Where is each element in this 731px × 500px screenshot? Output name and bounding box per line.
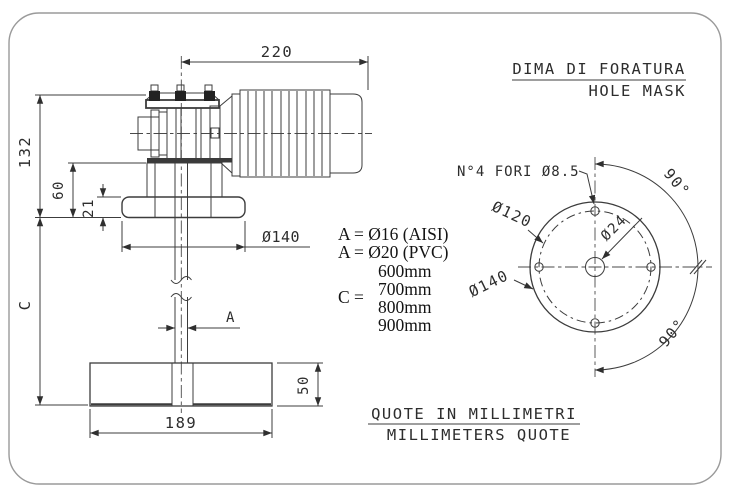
dim-impeller-diameter-value: 189 — [165, 414, 198, 432]
title-block: DIMA DI FORATURA HOLE MASK — [512, 60, 686, 100]
spec-block: A = Ø16 (AISI) A = Ø20 (PVC) C = 600mm 7… — [338, 224, 449, 335]
dim-body-height: 132 — [16, 94, 146, 218]
dim-flange-diameter-value: Ø140 — [262, 228, 300, 246]
dim-flange-thickness-value: 21 — [81, 198, 97, 218]
dim-body-height-value: 132 — [16, 136, 34, 169]
hole-mask-view: 90° 90° N°4 FORI Ø8.5 Ø120 Ø140 Ø24 — [457, 157, 712, 377]
dim-shaft-length-value: C — [16, 300, 34, 311]
flange-plate — [121, 196, 246, 219]
dim-impeller-height-value: 50 — [296, 375, 312, 395]
bolt-circle-leader: Ø120 — [489, 197, 544, 244]
motor-fins — [247, 91, 323, 176]
dim-shaft-diameter: A — [158, 310, 240, 332]
bolt-circle-value: Ø120 — [489, 197, 535, 231]
gearbox — [137, 84, 220, 161]
bolt-head — [175, 91, 186, 101]
center-hole-leader: Ø24 — [598, 212, 643, 260]
dim-motor-length-value: 220 — [261, 43, 294, 61]
dim-shaft-length: C — [16, 217, 88, 406]
bolt-hole — [646, 262, 656, 272]
footer-italian: QUOTE IN MILLIMETRI — [371, 405, 577, 423]
bolt-head — [204, 91, 215, 101]
motor-end-cap — [329, 93, 363, 174]
spec-length-option: 700mm — [378, 279, 432, 299]
footer-note: QUOTE IN MILLIMETRI MILLIMETERS QUOTE — [368, 405, 580, 444]
title-english: HOLE MASK — [589, 82, 687, 100]
spec-length-option: 900mm — [378, 315, 432, 335]
dim-impeller-height: 50 — [277, 362, 323, 407]
bolt-hole — [590, 206, 600, 216]
side-view: 220 132 60 21 Ø140 — [16, 43, 372, 438]
outer-diameter-value: Ø140 — [466, 266, 512, 301]
title-italian: DIMA DI FORATURA — [512, 60, 685, 78]
dim-impeller-diameter: 189 — [89, 409, 273, 438]
bolt-hole — [590, 318, 600, 328]
dim-flange-drop-value: 60 — [51, 180, 67, 200]
mounting-flange — [121, 158, 246, 219]
outer-diameter-leader: Ø140 — [466, 266, 534, 301]
impeller — [89, 362, 273, 407]
holes-note-leader: N°4 FORI Ø8.5 — [457, 164, 596, 205]
shaft — [170, 163, 192, 363]
dim-shaft-diameter-value: A — [226, 310, 236, 326]
spec-shaft-aisi: A = Ø16 (AISI) — [338, 224, 449, 244]
spec-length-label: C = — [338, 287, 364, 307]
shaft-break — [170, 276, 192, 284]
spec-shaft-pvc: A = Ø20 (PVC) — [338, 242, 449, 262]
bolt-head — [149, 91, 160, 101]
footer-english: MILLIMETERS QUOTE — [387, 426, 571, 444]
holes-note: N°4 FORI Ø8.5 — [457, 164, 580, 180]
dim-flange-drop: 60 — [51, 162, 146, 218]
angle-bottom-value: 90° — [655, 315, 689, 351]
center-hole — [585, 257, 605, 277]
dim-motor-length: 220 — [181, 43, 369, 90]
shaft-break — [170, 293, 192, 301]
bolt-hole — [534, 262, 544, 272]
spec-length-option: 600mm — [378, 261, 432, 281]
bolt-circle — [538, 210, 652, 324]
dim-flange-thickness: 21 — [81, 184, 121, 231]
dim-flange-diameter: Ø140 — [121, 221, 310, 252]
spec-length-option: 800mm — [378, 297, 432, 317]
sheet-border — [8, 12, 722, 485]
angle-top-value: 90° — [660, 165, 694, 201]
center-hole-value: Ø24 — [598, 212, 630, 244]
